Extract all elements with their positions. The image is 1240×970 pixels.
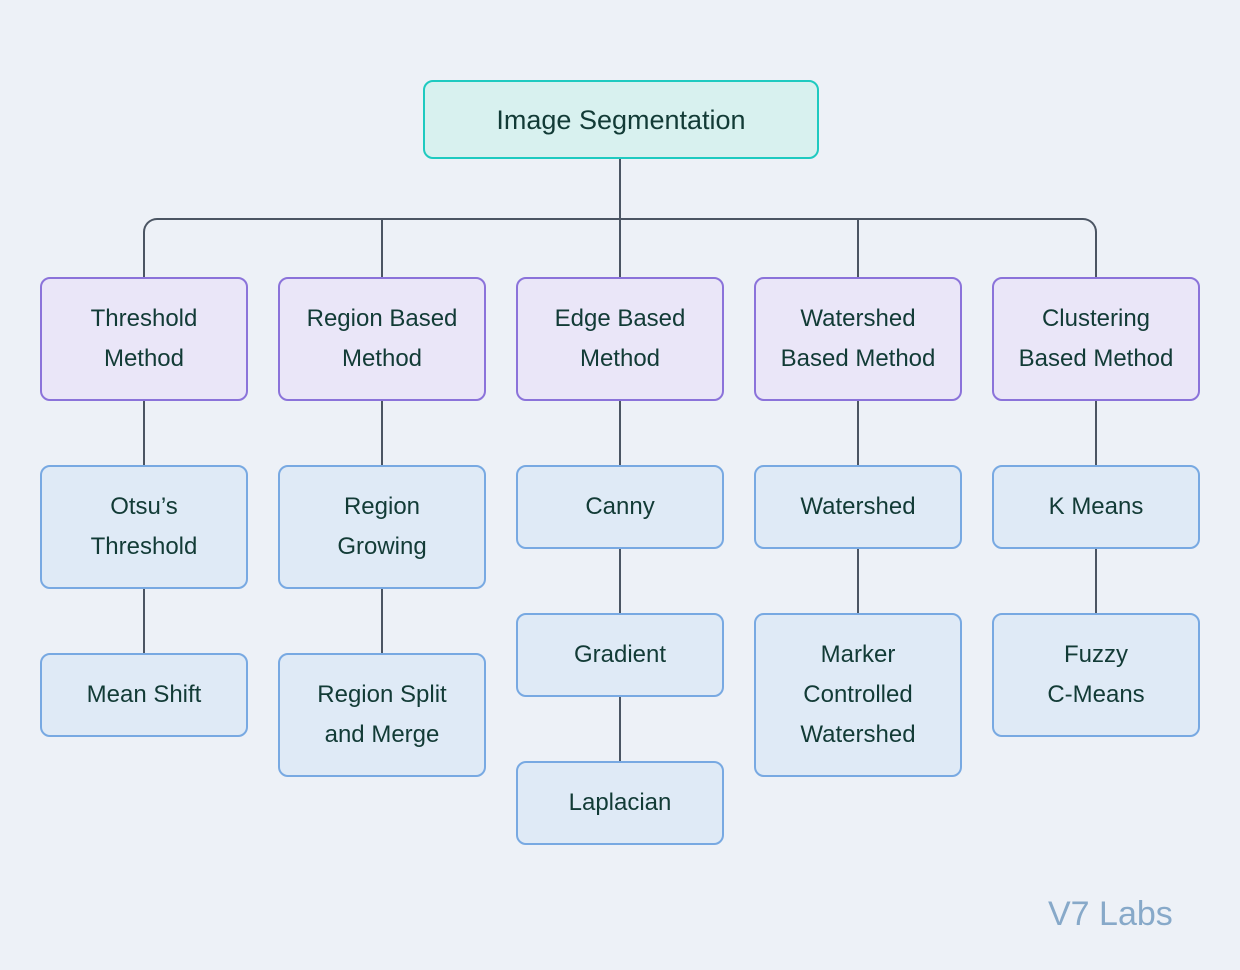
node-region-split-and-merge: Region Split and Merge: [278, 653, 486, 777]
node-gradient: Gradient: [516, 613, 724, 697]
connector-drop-watershed-based: [857, 219, 859, 277]
branch-region-based-method: Region Based Method Region Growing Regio…: [278, 277, 486, 777]
node-watershed-based-method: Watershed Based Method: [754, 277, 962, 401]
connector-root-stem: [619, 159, 621, 219]
connector-drop-region-based: [381, 219, 383, 277]
branch-clustering-based-method: Clustering Based Method K Means Fuzzy C-…: [992, 277, 1200, 737]
node-canny: Canny: [516, 465, 724, 549]
node-mean-shift: Mean Shift: [40, 653, 248, 737]
node-region-growing: Region Growing: [278, 465, 486, 589]
node-marker-controlled-watershed: Marker Controlled Watershed: [754, 613, 962, 777]
node-threshold-method: Threshold Method: [40, 277, 248, 401]
node-edge-based-method: Edge Based Method: [516, 277, 724, 401]
node-otsus-threshold: Otsu’s Threshold: [40, 465, 248, 589]
node-image-segmentation: Image Segmentation: [423, 80, 819, 159]
branch-threshold-method: Threshold Method Otsu’s Threshold Mean S…: [40, 277, 248, 737]
branch-watershed-based-method: Watershed Based Method Watershed Marker …: [754, 277, 962, 777]
connector-drop-edge-based: [619, 219, 621, 277]
branch-edge-based-method: Edge Based Method Canny Gradient Laplaci…: [516, 277, 724, 845]
node-fuzzy-c-means: Fuzzy C-Means: [992, 613, 1200, 737]
node-laplacian: Laplacian: [516, 761, 724, 845]
node-watershed: Watershed: [754, 465, 962, 549]
node-k-means: K Means: [992, 465, 1200, 549]
node-clustering-based-method: Clustering Based Method: [992, 277, 1200, 401]
node-region-based-method: Region Based Method: [278, 277, 486, 401]
v7-labs-watermark: V7 Labs: [1048, 895, 1173, 933]
